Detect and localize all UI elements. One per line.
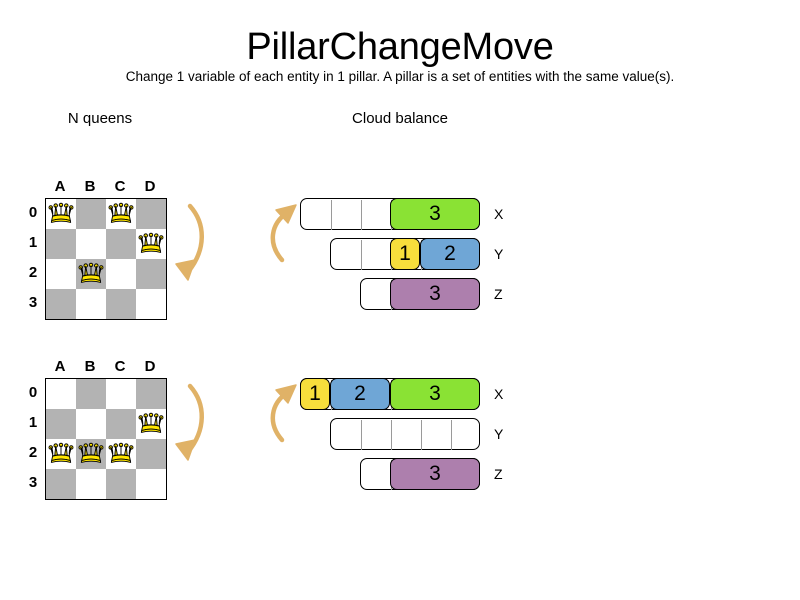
section-caption-cloud: Cloud balance (352, 110, 448, 127)
board-row-labels: 0 1 2 3 (24, 378, 42, 498)
board-cell-D2[interactable] (136, 439, 166, 469)
queen-icon (106, 439, 136, 469)
queen-icon (76, 439, 106, 469)
queens-move-arrow-top (166, 192, 212, 297)
board-row-labels: 0 1 2 3 (24, 198, 42, 318)
board-cell-C2[interactable] (106, 259, 136, 289)
queen-icon (46, 439, 76, 469)
board-cell-D3[interactable] (136, 289, 166, 319)
board-column-label: B (84, 178, 96, 195)
board-cell-B2[interactable] (76, 439, 106, 469)
chess-board (45, 198, 167, 320)
board-cell-A3[interactable] (46, 289, 76, 319)
board-cell-A2[interactable] (46, 439, 76, 469)
board-cell-C0[interactable] (106, 379, 136, 409)
board-cell-A1[interactable] (46, 229, 76, 259)
board-cell-B2[interactable] (76, 259, 106, 289)
board-row-label: 2 (28, 264, 38, 281)
board-cell-B3[interactable] (76, 469, 106, 499)
board-cell-D2[interactable] (136, 259, 166, 289)
queen-icon (106, 199, 136, 229)
board-cell-B0[interactable] (76, 199, 106, 229)
cloud-bar-cell-divider (361, 200, 362, 230)
page-title: PillarChangeMove (246, 26, 554, 68)
board-column-labels: A B C D (45, 358, 165, 378)
cloud-process-block-3[interactable]: 3 (390, 458, 480, 490)
cloud-computer-label: X (494, 386, 504, 402)
board-cell-A2[interactable] (46, 259, 76, 289)
cloud-computer-label: Z (494, 466, 503, 482)
board-column-label: D (144, 178, 156, 195)
cloud-bar-cell-divider (391, 420, 392, 450)
cloud-computer-label: X (494, 206, 504, 222)
board-column-label: B (84, 358, 96, 375)
board-cell-C3[interactable] (106, 469, 136, 499)
board-cell-C1[interactable] (106, 229, 136, 259)
chess-board (45, 378, 167, 500)
board-cell-A3[interactable] (46, 469, 76, 499)
cloud-bar-cell-divider (361, 420, 362, 450)
cloud-computer-label: Y (494, 426, 504, 442)
cloud-bar-cell-divider (451, 420, 452, 450)
cloud-process-block-1[interactable]: 1 (390, 238, 420, 270)
queen-icon (136, 409, 166, 439)
board-cell-B1[interactable] (76, 409, 106, 439)
cloud-process-block-1[interactable]: 1 (300, 378, 330, 410)
cloud-process-block-2[interactable]: 2 (420, 238, 480, 270)
board-cell-D1[interactable] (136, 229, 166, 259)
board-row-label: 0 (28, 204, 38, 221)
cloud-bar-row-y: Y (330, 418, 520, 450)
board-row-label: 3 (28, 474, 38, 491)
board-cell-A0[interactable] (46, 199, 76, 229)
cloud-computer-label: Y (494, 246, 504, 262)
board-cell-B3[interactable] (76, 289, 106, 319)
board-cell-C0[interactable] (106, 199, 136, 229)
board-column-label: A (54, 358, 66, 375)
board-cell-A1[interactable] (46, 409, 76, 439)
board-cell-D0[interactable] (136, 199, 166, 229)
cloud-computer-label: Z (494, 286, 503, 302)
cloud-bar-cell-divider (361, 240, 362, 270)
board-column-labels: A B C D (45, 178, 165, 198)
board-row-label: 1 (28, 414, 38, 431)
section-caption-nqueens: N queens (67, 110, 133, 127)
board-row-label: 1 (28, 234, 38, 251)
queen-icon (136, 229, 166, 259)
cloud-process-block-2[interactable]: 2 (330, 378, 390, 410)
board-column-label: D (144, 358, 156, 375)
board-cell-B1[interactable] (76, 229, 106, 259)
board-column-label: A (54, 178, 66, 195)
cloud-bar-track (330, 418, 480, 450)
cloud-bar-cell-divider (421, 420, 422, 450)
cloud-process-block-3[interactable]: 3 (390, 278, 480, 310)
cloud-move-arrow-top (266, 194, 306, 279)
board-column-label: C (114, 178, 126, 195)
cloud-process-block-3[interactable]: 3 (390, 198, 480, 230)
board-row-label: 0 (28, 384, 38, 401)
board-cell-C1[interactable] (106, 409, 136, 439)
queen-icon (46, 199, 76, 229)
board-row-label: 2 (28, 444, 38, 461)
cloud-move-arrow-bottom (266, 374, 306, 459)
cloud-process-block-3[interactable]: 3 (390, 378, 480, 410)
cloud-bar-cell-divider (331, 200, 332, 230)
queen-icon (76, 259, 106, 289)
board-cell-B0[interactable] (76, 379, 106, 409)
board-cell-A0[interactable] (46, 379, 76, 409)
board-cell-D0[interactable] (136, 379, 166, 409)
board-row-label: 3 (28, 294, 38, 311)
page-subtitle: Change 1 variable of each entity in 1 pi… (125, 69, 675, 84)
queens-move-arrow-bottom (166, 372, 212, 477)
board-cell-D3[interactable] (136, 469, 166, 499)
board-cell-C3[interactable] (106, 289, 136, 319)
board-cell-C2[interactable] (106, 439, 136, 469)
board-cell-D1[interactable] (136, 409, 166, 439)
board-column-label: C (114, 358, 126, 375)
